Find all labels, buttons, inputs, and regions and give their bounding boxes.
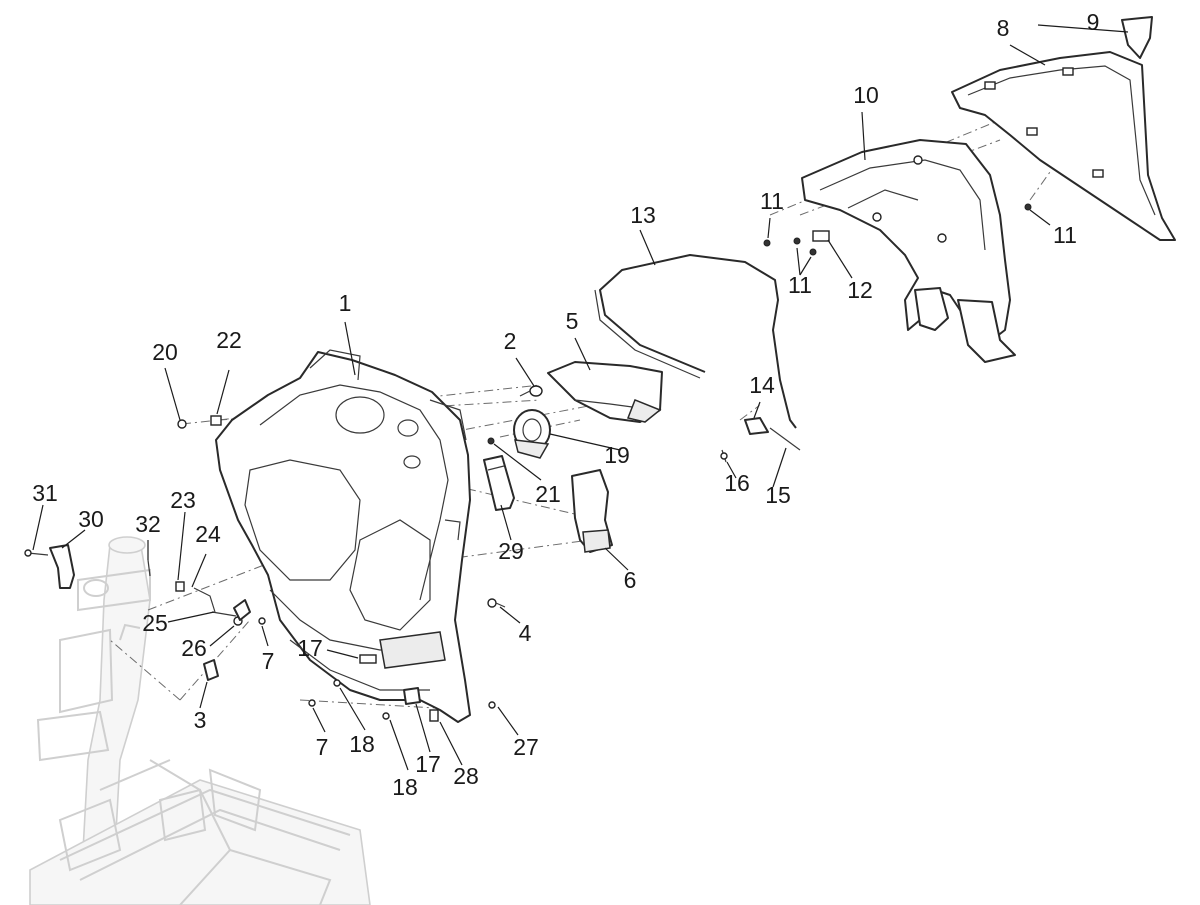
part-13-seal [594,254,797,429]
part-10-back-panel [801,139,1016,363]
callout-2: 2 [504,328,517,354]
callout-8: 8 [997,15,1010,41]
part-30-bracket [24,544,75,589]
callout-21: 21 [535,481,561,507]
callout-22: 22 [216,327,242,353]
callout-31: 31 [32,480,58,506]
part-1-inner-shield [215,349,471,723]
callout-12: 12 [847,277,873,303]
callout-19: 19 [604,442,630,468]
part-5-cover [547,361,663,423]
part-11-12 [763,203,1032,256]
callout-5: 5 [566,308,579,334]
callout-3: 3 [194,707,207,733]
part-19-socket [513,409,551,459]
callout-11c: 11 [1053,222,1077,248]
callout-6: 6 [624,567,637,593]
callout-17a: 17 [297,635,323,661]
callout-17b: 17 [415,751,441,777]
leader-lines [32,24,1129,771]
part-6-bracket [571,469,613,553]
callout-7a: 7 [262,648,275,674]
part-8-outer-shield [951,16,1176,241]
callout-24: 24 [195,521,221,547]
part-14-15-16 [720,417,801,463]
part-29-clip [483,455,515,511]
callout-9: 9 [1087,9,1100,35]
callout-11b: 11 [788,272,812,298]
callout-16: 16 [724,470,750,496]
callout-11a: 11 [760,188,784,214]
callout-29: 29 [498,538,524,564]
callout-labels: 1 2 5 19 21 29 6 4 13 14 16 15 11 11 11 … [32,9,1099,800]
callout-18a: 18 [349,731,375,757]
callout-7b: 7 [316,734,329,760]
callout-28: 28 [453,763,479,789]
scooter-frame [29,536,371,905]
callout-23: 23 [170,487,196,513]
callout-25: 25 [142,610,168,636]
callout-32: 32 [135,511,161,537]
callout-27: 27 [513,734,539,760]
callout-30: 30 [78,506,104,532]
callout-26: 26 [181,635,207,661]
callout-18b: 18 [392,774,418,800]
callout-14: 14 [749,372,775,398]
callout-15: 15 [765,482,791,508]
callout-1: 1 [339,290,352,316]
small-fasteners [147,415,506,722]
callout-4: 4 [519,620,532,646]
callout-13: 13 [630,202,656,228]
callout-10: 10 [853,82,879,108]
callout-20: 20 [152,339,178,365]
part-2-screw [519,385,543,397]
